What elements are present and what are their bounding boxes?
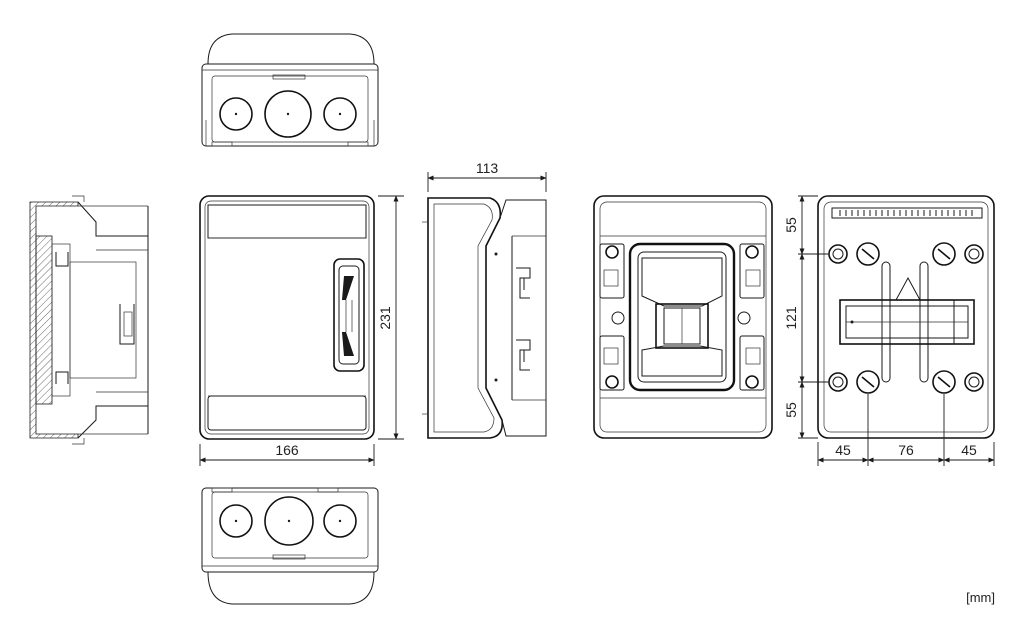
unit-label: [mm] [966,590,995,605]
dim-back-middle-121: 121 [783,306,799,330]
dimension-lines [199,172,995,466]
interior-view [593,195,773,439]
dim-back-left-45: 45 [835,442,851,458]
dim-width-166: 166 [275,442,299,458]
bottom-view [201,487,379,605]
dim-depth-113: 113 [476,160,499,176]
vent-slots [839,210,973,216]
side-view [422,197,547,439]
dim-back-top-55: 55 [783,217,799,233]
dim-back-right-45: 45 [961,442,977,458]
front-view [199,195,375,440]
dim-back-bottom-55: 55 [783,402,799,418]
section-view [29,195,149,445]
top-view [201,33,379,147]
back-view [817,195,995,439]
dim-height-231: 231 [377,306,393,330]
dim-back-center-76: 76 [898,442,914,458]
